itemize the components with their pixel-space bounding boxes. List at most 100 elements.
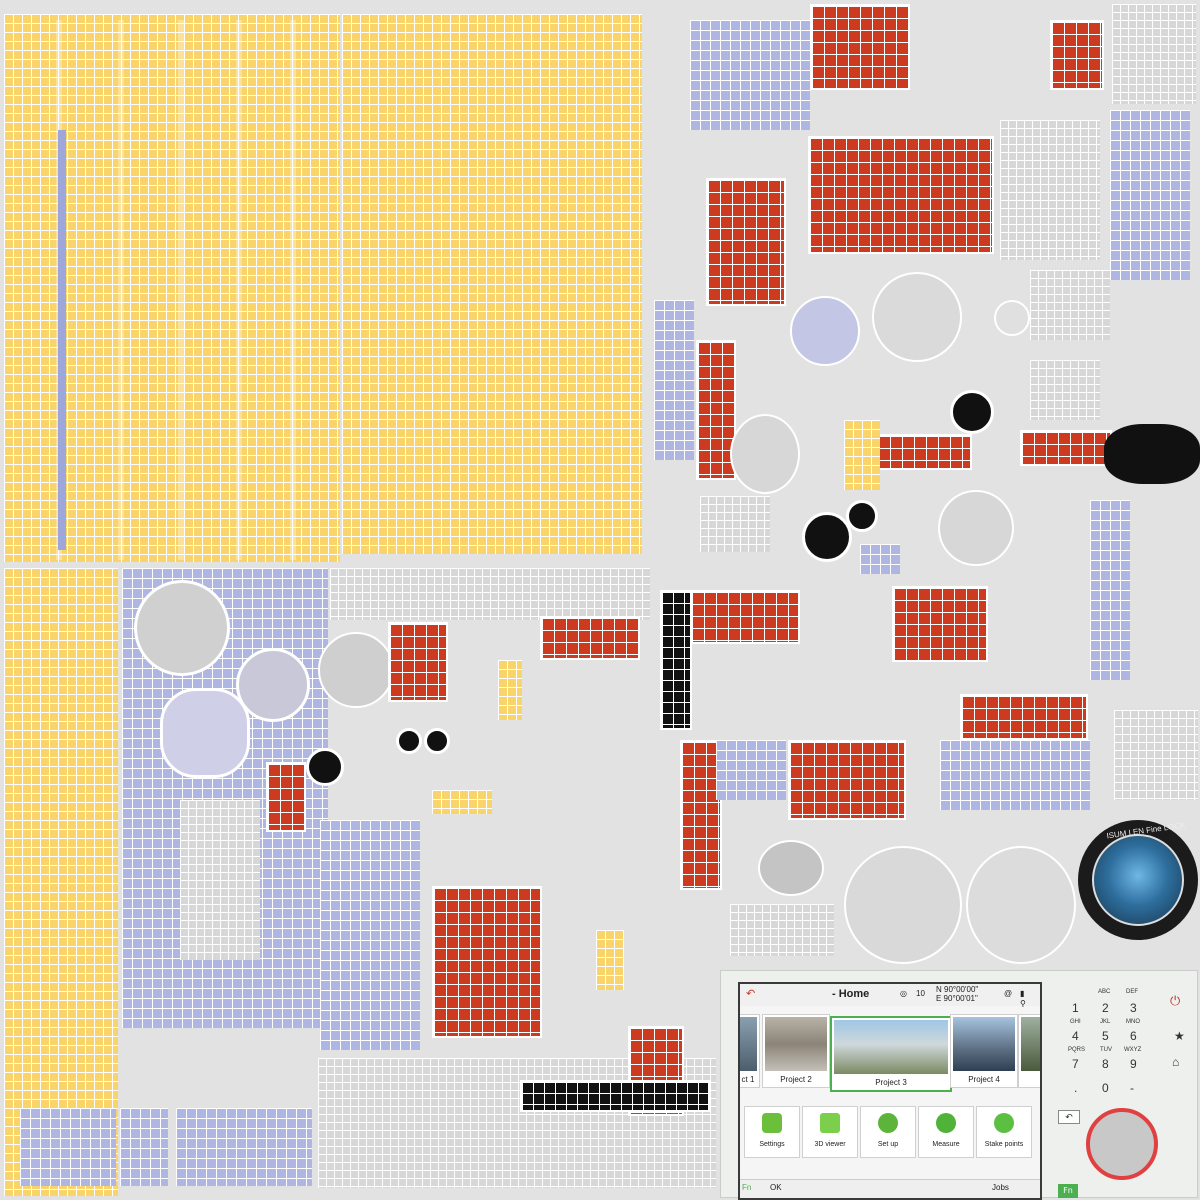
app-label: Settings — [759, 1141, 785, 1148]
uv-island-grey — [330, 568, 650, 620]
uv-island-red — [680, 740, 722, 890]
project-card-selected[interactable]: Project 3 — [830, 1016, 952, 1092]
uv-seam — [290, 20, 296, 560]
uv-island-lavender — [1090, 500, 1130, 680]
uv-island-red — [1050, 20, 1104, 90]
uv-island-disc — [846, 500, 878, 532]
uv-island-red — [876, 434, 972, 470]
project-card[interactable]: Project 2 — [762, 1014, 830, 1088]
key-1[interactable]: 1 — [1072, 1001, 1079, 1015]
project-label: Project 4 — [968, 1075, 1000, 1084]
search-icon[interactable]: ⚲ — [1020, 999, 1026, 1008]
uv-island-disc — [396, 728, 422, 754]
key-dot[interactable]: . — [1074, 1081, 1078, 1095]
key-letters-ghi: GHI — [1070, 1019, 1081, 1025]
key-letters-mno: MNO — [1126, 1019, 1140, 1025]
measure-icon — [936, 1113, 956, 1133]
uv-island-grey — [700, 496, 770, 552]
satellite-count: 10 — [916, 989, 925, 998]
app-measure[interactable]: Measure — [918, 1106, 974, 1158]
key-letters-wxyz: WXYZ — [1124, 1047, 1142, 1053]
uv-island-red — [810, 4, 910, 90]
battery-icon: ▮ — [1020, 989, 1025, 998]
app-label: Measure — [932, 1141, 960, 1148]
uv-island-grey-ring — [160, 688, 250, 778]
project-card[interactable] — [1018, 1014, 1040, 1088]
uv-island-red — [696, 340, 736, 480]
coord-north: N 90°00'00" — [936, 985, 979, 994]
uv-island-lavender — [690, 20, 810, 130]
uv-island-red — [960, 694, 1088, 740]
key-0[interactable]: 0 — [1102, 1081, 1109, 1095]
app-settings[interactable]: Settings — [744, 1106, 800, 1158]
uv-island-red — [706, 178, 786, 306]
uv-island-disc — [994, 300, 1030, 336]
app-label: Set up — [877, 1141, 899, 1148]
key-2[interactable]: 2 — [1102, 1001, 1109, 1015]
uv-island-lavender — [120, 1108, 168, 1186]
ok-softkey[interactable]: OK — [770, 1183, 782, 1192]
uv-island-disc — [424, 728, 450, 754]
uv-island-red — [540, 616, 640, 660]
lens-glass-icon — [1092, 834, 1184, 926]
uv-island-lavender — [860, 544, 900, 574]
uv-island-grey-ring — [134, 580, 230, 676]
power-icon[interactable]: ⏻ — [1170, 993, 1181, 1008]
uv-island-lavender — [320, 820, 420, 1050]
uv-island-black — [520, 1080, 710, 1112]
key-7[interactable]: 7 — [1072, 1057, 1079, 1071]
star-icon[interactable]: ★ — [1174, 1029, 1185, 1043]
project-label: Project 3 — [875, 1078, 907, 1087]
project-thumbnail — [834, 1020, 948, 1074]
back-icon[interactable]: ↶ — [746, 988, 756, 1000]
key-5[interactable]: 5 — [1102, 1029, 1109, 1043]
app-3d-viewer[interactable]: 3D viewer — [802, 1106, 858, 1158]
uv-island-red — [788, 740, 906, 820]
stake-icon — [994, 1113, 1014, 1133]
project-card[interactable]: ct 1 — [740, 1014, 760, 1088]
key-letters-jkl: JKL — [1100, 1019, 1111, 1025]
uv-island-grey — [730, 904, 834, 956]
project-thumbnail — [1021, 1017, 1040, 1071]
app-setup[interactable]: Set up — [860, 1106, 916, 1158]
softkey-bar: Fn OK Jobs — [740, 1179, 1040, 1198]
uv-island-disc — [872, 272, 962, 362]
uv-island-grey — [318, 1058, 716, 1188]
uv-seam — [236, 20, 242, 560]
key-9[interactable]: 9 — [1130, 1057, 1137, 1071]
uv-strip-lavender — [58, 130, 66, 550]
uv-island-red — [266, 762, 306, 832]
keypad: 1 2 3 ABC DEF 4 5 6 GHI JKL MNO 7 8 9 PQ… — [1058, 985, 1198, 1115]
home-icon[interactable]: ⌂ — [1172, 1055, 1180, 1069]
uv-island-yellow — [4, 568, 118, 1196]
back-key-icon[interactable]: ↶ — [1058, 1110, 1080, 1124]
uv-island-lavender — [20, 1108, 116, 1186]
uv-island-disc — [730, 414, 800, 494]
uv-island-disc — [1104, 424, 1200, 484]
uv-island-lavender — [176, 1108, 312, 1186]
screen-topbar: ↶ - Home ◎ 10 N 90°00'00" E 90°00'01" @ … — [740, 984, 1040, 1008]
app-stake-points[interactable]: Stake points — [976, 1106, 1032, 1158]
fn-key[interactable]: Fn — [1058, 1184, 1078, 1198]
uv-island-lavender — [940, 740, 1090, 810]
page-title: - Home — [832, 988, 870, 1000]
coord-east: E 90°00'01" — [936, 994, 978, 1003]
navigation-ring[interactable] — [1086, 1108, 1158, 1180]
uv-island-lavender — [1110, 110, 1190, 280]
uv-island-grey — [1112, 4, 1196, 104]
uv-island-red — [388, 622, 448, 702]
uv-island-red — [808, 136, 994, 254]
jobs-softkey[interactable]: Jobs — [992, 1183, 1009, 1192]
key-minus[interactable]: - — [1130, 1081, 1134, 1095]
key-3[interactable]: 3 — [1130, 1001, 1137, 1015]
uv-island-disc — [844, 846, 962, 964]
project-label: Project 2 — [780, 1075, 812, 1084]
uv-island-yellow — [498, 660, 522, 720]
fn-softkey[interactable]: Fn — [742, 1183, 752, 1192]
uv-island-grey — [1030, 360, 1100, 420]
key-6[interactable]: 6 — [1130, 1029, 1137, 1043]
project-label: ct 1 — [741, 1075, 755, 1084]
project-card[interactable]: Project 4 — [950, 1014, 1018, 1088]
key-8[interactable]: 8 — [1102, 1057, 1109, 1071]
key-4[interactable]: 4 — [1072, 1029, 1079, 1043]
